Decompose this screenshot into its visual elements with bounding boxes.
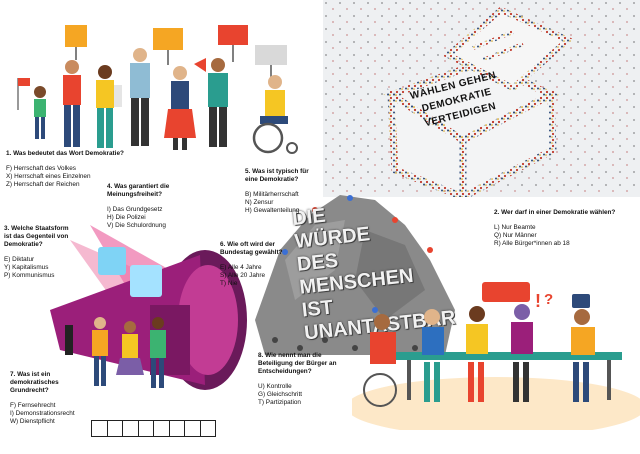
- answer-option: U) Kontrolle: [258, 383, 292, 390]
- svg-text:!: !: [535, 291, 541, 311]
- answer-option: V) Die Schulordnung: [107, 222, 166, 229]
- question-title: 4. Was garantiert die Meinungsfreiheit?: [107, 183, 170, 198]
- answer-option: H) Gewaltenteilung: [245, 207, 300, 214]
- answer-option: F) Fernsehrecht: [10, 402, 56, 409]
- question-title: 7. Was ist ein demokratisches Grundrecht…: [10, 371, 59, 394]
- answer-letter-box[interactable]: [106, 420, 123, 437]
- question-title: 1. Was bedeutet das Wort Demokratie?: [6, 150, 124, 157]
- answer-letter-box[interactable]: [137, 420, 154, 437]
- question-4: 4. Was garantiert die Meinungsfreiheit? …: [107, 183, 181, 230]
- ballot-box-illustration: [323, 0, 640, 197]
- question-5: 5. Was ist typisch für eine Demokratie? …: [245, 168, 313, 215]
- answer-option: Z) Herrschaft der Reichen: [6, 181, 80, 188]
- question-7: 7. Was ist ein demokratisches Grundrecht…: [10, 371, 82, 426]
- answer-option: E) Diktatur: [4, 256, 35, 263]
- question-2: 2. Wer darf in einer Demokratie wählen? …: [494, 209, 634, 248]
- answer-option: L) Nur Beamte: [494, 224, 536, 231]
- crowd-ballot-box-graphic: [323, 0, 640, 197]
- answer-letter-box[interactable]: [153, 420, 170, 437]
- answer-letter-box[interactable]: [91, 420, 108, 437]
- svg-text:?: ?: [544, 291, 553, 308]
- answer-option: H) Die Polizei: [107, 214, 146, 221]
- question-title: 5. Was ist typisch für eine Demokratie?: [245, 168, 309, 183]
- quote-sculpture-illustration: [255, 195, 455, 355]
- question-title: 8. Wie nennt man die Beteiligung der Bür…: [258, 352, 337, 375]
- answer-option: E) Alle 4 Jahre: [220, 264, 262, 271]
- question-title: 6. Wie oft wird der Bundestag gewählt?: [220, 241, 283, 256]
- answer-option: F) Herrschaft des Volkes: [6, 165, 76, 172]
- question-1: 1. Was bedeutet das Wort Demokratie? F) …: [6, 150, 156, 189]
- meeting-illustration: ! ?: [352, 282, 640, 430]
- megaphone-illustration: [50, 225, 247, 390]
- answer-option: Q) Nur Männer: [494, 232, 537, 239]
- question-6: 6. Wie oft wird der Bundestag gewählt? E…: [220, 241, 296, 288]
- protest-people-illustration: [17, 25, 298, 154]
- answer-letter-box[interactable]: [122, 420, 139, 437]
- answer-option: P) Kommunismus: [4, 272, 55, 279]
- answer-option: X) Herrschaft eines Einzelnen: [6, 173, 91, 180]
- answer-option: Y) Kapitalismus: [4, 264, 49, 271]
- answer-option: I) Demonstrationsrecht: [10, 410, 75, 417]
- answer-option: T) Nie: [220, 280, 238, 287]
- answer-option: T) Partizipation: [258, 399, 301, 406]
- answer-option: G) Gleichschritt: [258, 391, 303, 398]
- answer-option: S) Alle 20 Jahre: [220, 272, 266, 279]
- question-title: 2. Wer darf in einer Demokratie wählen?: [494, 209, 616, 216]
- answer-letter-box[interactable]: [168, 420, 185, 437]
- answer-option: I) Das Grundgesetz: [107, 206, 163, 213]
- answer-option: B) Militärherrschaft: [245, 191, 299, 198]
- answer-option: W) Dienstpflicht: [10, 418, 55, 425]
- question-3: 3. Welche Staatsform ist das Gegenteil v…: [4, 225, 72, 280]
- answer-boxes: [91, 420, 216, 437]
- answer-letter-box[interactable]: [184, 420, 201, 437]
- answer-option: R) Alle Bürger*innen ab 18: [494, 240, 570, 247]
- answer-option: N) Zensur: [245, 199, 274, 206]
- question-title: 3. Welche Staatsform ist das Gegenteil v…: [4, 225, 69, 248]
- question-8: 8. Wie nennt man die Beteiligung der Bür…: [258, 352, 348, 407]
- answer-letter-box[interactable]: [199, 420, 216, 437]
